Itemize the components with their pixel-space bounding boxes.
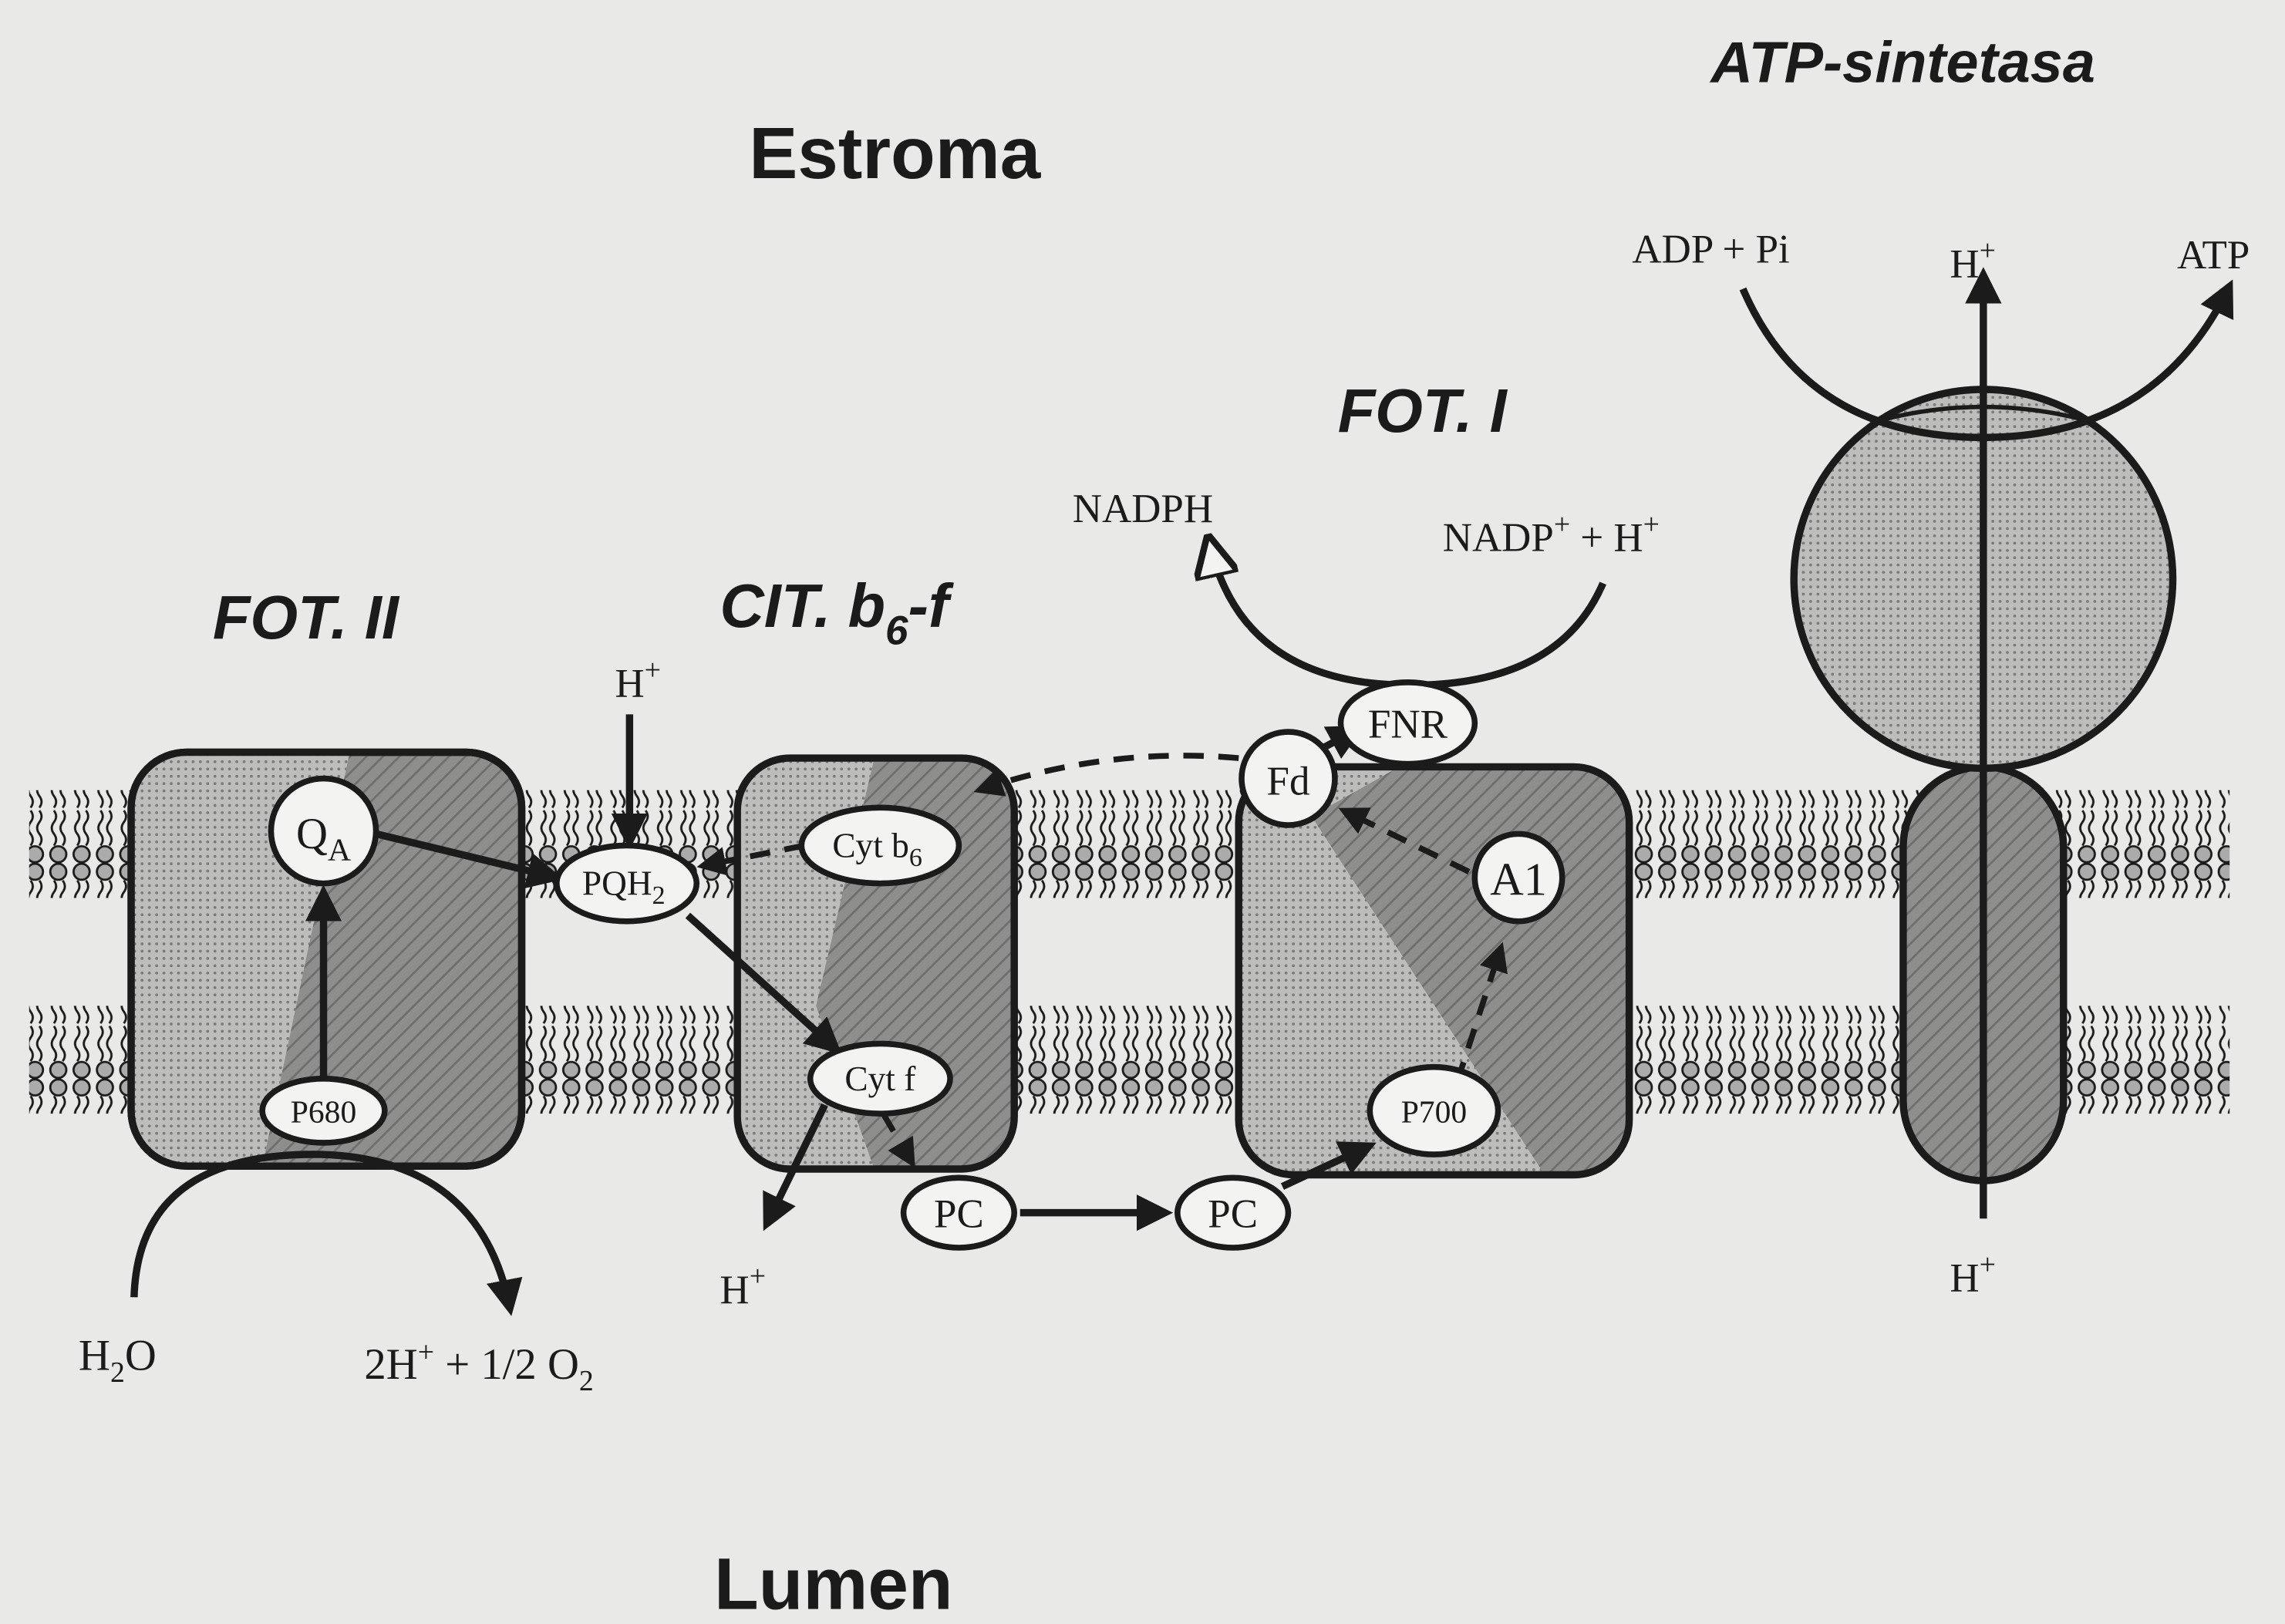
molecule-qa: QA <box>271 779 376 884</box>
molecule-fnr: FNR <box>1340 682 1474 764</box>
svg-text:P680: P680 <box>291 1093 356 1129</box>
molecule-pc-2: PC <box>1178 1178 1289 1248</box>
h-plus-cyt-label: H+ <box>720 1260 766 1312</box>
region-estroma-label: Estroma <box>749 113 1041 194</box>
region-lumen-label: Lumen <box>714 1544 953 1624</box>
svg-text:PC: PC <box>1208 1192 1258 1237</box>
molecule-pqh2: PQH2 <box>557 845 696 921</box>
molecule-p680: P680 <box>262 1079 385 1143</box>
h-plus-atp-top-label: H+ <box>1950 234 1996 287</box>
photosystem-ii-label: FOT. II <box>213 583 400 652</box>
adp-label: ADP + Pi <box>1632 227 1789 272</box>
photosystem-i-label: FOT. I <box>1338 376 1508 445</box>
molecule-fd: Fd <box>1242 732 1335 825</box>
molecule-pc-1: PC <box>904 1178 1015 1248</box>
molecule-p700: P700 <box>1370 1067 1498 1154</box>
atp-label: ATP <box>2177 233 2250 278</box>
molecule-cyt-f: Cyt f <box>811 1043 950 1114</box>
svg-text:Cyt f: Cyt f <box>844 1060 916 1098</box>
svg-text:FNR: FNR <box>1368 702 1448 747</box>
nadp-label: NADP+ + H+ <box>1443 508 1660 561</box>
molecule-a1: A1 <box>1474 834 1562 921</box>
svg-text:A1: A1 <box>1490 854 1547 906</box>
atp-synthase-label: ATP-sintetasa <box>1709 30 2095 95</box>
svg-text:P700: P700 <box>1401 1093 1467 1129</box>
h2o-label: H2O <box>79 1332 157 1389</box>
h-plus-atp-bottom-label: H+ <box>1950 1248 1996 1301</box>
oxygen-release-label: 2H+ + 1/2 O2 <box>364 1336 593 1397</box>
molecule-cyt-b6: Cyt b6 <box>801 807 959 883</box>
h-plus-pq-label: H+ <box>615 654 661 706</box>
cytochrome-label: CIT. b6-f <box>720 571 954 654</box>
nadph-label: NADPH <box>1073 487 1213 531</box>
svg-text:Fd: Fd <box>1267 759 1310 804</box>
svg-text:PC: PC <box>934 1192 984 1237</box>
